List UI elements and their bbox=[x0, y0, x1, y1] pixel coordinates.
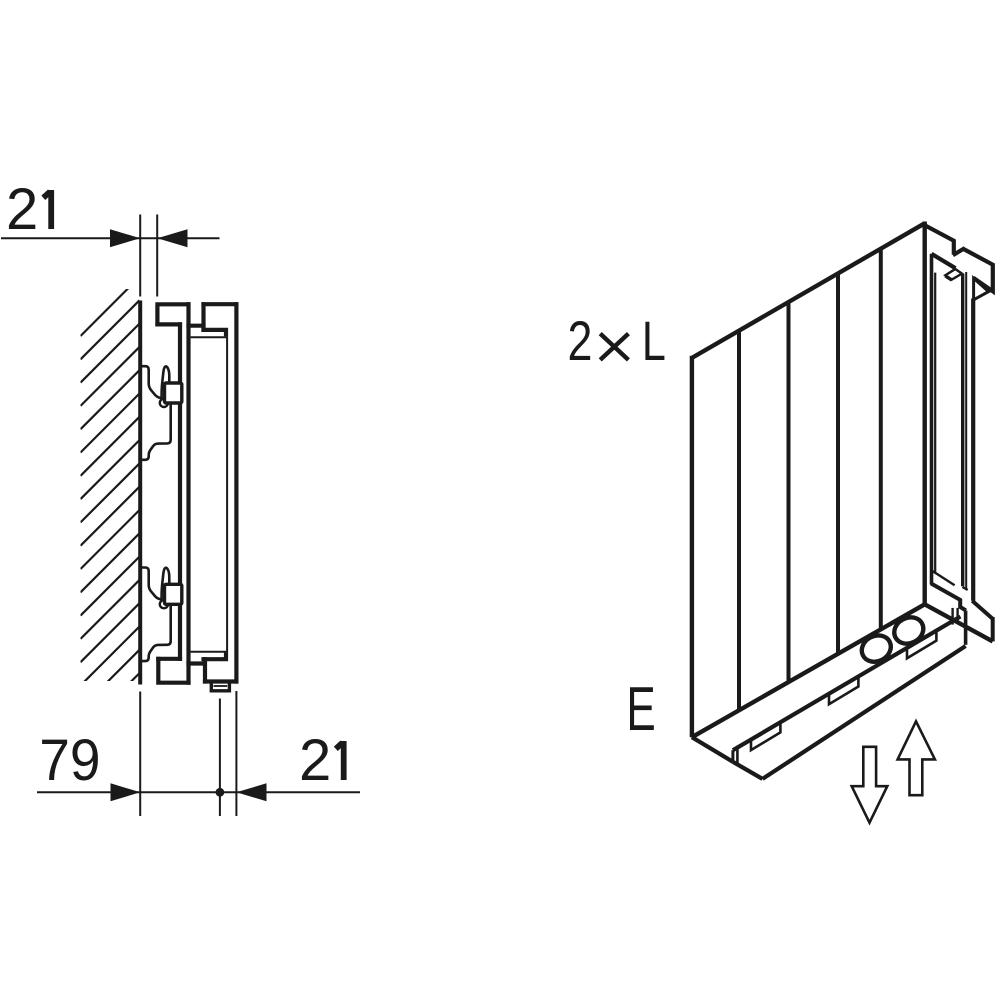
svg-text:79: 79 bbox=[39, 728, 100, 793]
svg-text:2: 2 bbox=[299, 728, 331, 793]
svg-text:2: 2 bbox=[568, 309, 593, 372]
svg-text:L: L bbox=[642, 309, 666, 372]
svg-text:E: E bbox=[626, 675, 655, 744]
svg-text:2: 2 bbox=[6, 177, 38, 242]
